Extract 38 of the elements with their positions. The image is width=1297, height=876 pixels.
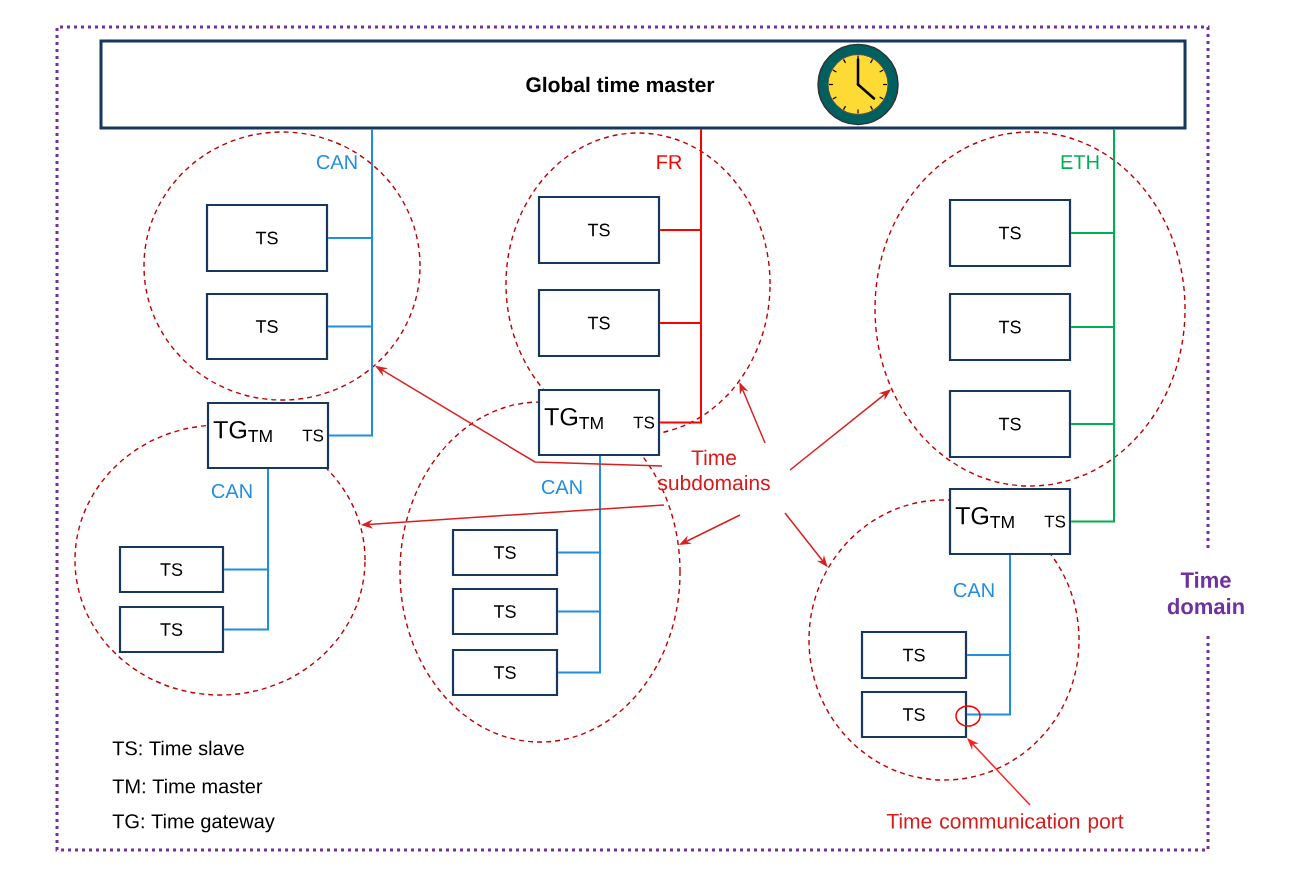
master-box: Global time master <box>99 39 1187 130</box>
bus-label: CAN <box>541 479 582 495</box>
slave-box: TS <box>205 292 329 361</box>
arrow <box>967 738 1031 806</box>
bus-line <box>1070 128 1115 523</box>
bus-label: ETH <box>1061 155 1099 169</box>
slave-box: TS <box>118 605 225 654</box>
dashed-ellipse <box>143 131 421 401</box>
slave-box: TS <box>948 389 1072 459</box>
callout-text: Time communication port <box>886 813 1124 833</box>
bus-label: CAN <box>211 483 252 499</box>
bus-label: CAN <box>953 582 994 598</box>
bus-line <box>659 128 702 424</box>
gateway-box: TG$_{TM}$ TS <box>948 487 1072 556</box>
gateway-box: TG$_{TM}$ TS <box>206 401 330 470</box>
slave-box: TS <box>205 203 329 273</box>
dashed-ellipse <box>874 131 1186 487</box>
bus-label: FR <box>657 155 682 169</box>
slave-box: TS <box>948 198 1072 268</box>
slave-box: TS <box>118 545 225 594</box>
frame-label: Time domain <box>1167 571 1244 615</box>
slave-box: TS <box>451 528 559 577</box>
key-text: TM: Time master <box>112 778 263 794</box>
slave-box: TS <box>537 195 661 265</box>
bus-line <box>966 554 1011 716</box>
key-text: TS: Time slave <box>112 740 244 756</box>
slave-box: TS <box>860 630 968 680</box>
bus-line <box>223 468 269 631</box>
slave-box: TS <box>451 587 559 636</box>
gateway-box: TG$_{TM}$ TS <box>537 388 661 457</box>
bus-line <box>328 128 373 437</box>
bus-label: CAN <box>316 154 357 170</box>
slave-box: TS <box>537 288 661 358</box>
slave-box: TS <box>451 648 559 697</box>
key-text: TG: Time gateway <box>112 813 275 833</box>
slave-box: TS <box>860 690 968 739</box>
bus-line <box>557 455 601 674</box>
slave-box: TS <box>948 292 1072 362</box>
